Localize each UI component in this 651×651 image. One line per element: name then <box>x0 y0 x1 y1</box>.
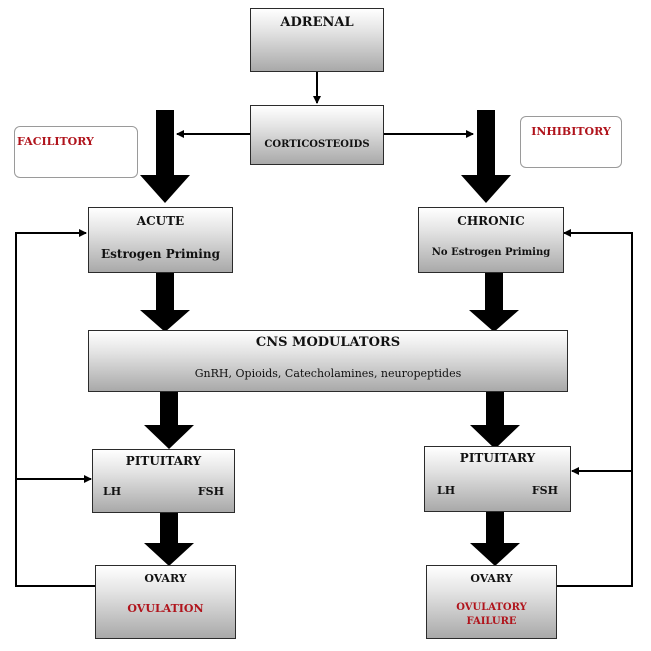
ovary-left-box: OVARY OVULATION <box>95 565 236 639</box>
thick-arrow-cns-to-pituitary-left <box>144 392 194 449</box>
pituitary-right-fsh: FSH <box>531 484 558 497</box>
corticosteroids-box: CORTICOSTEOIDS <box>250 105 384 165</box>
thick-arrow-to-acute <box>140 110 190 203</box>
ovary-right-outcome-line1: OVULATORY <box>456 602 527 613</box>
thick-arrow-acute-to-cns <box>140 272 190 332</box>
thick-arrow-to-chronic <box>461 110 511 203</box>
cns-modulators-subtitle: GnRH, Opioids, Catecholamines, neuropept… <box>194 367 462 380</box>
pituitary-right-title: PITUITARY <box>459 451 536 465</box>
chronic-title: CHRONIC <box>457 214 525 228</box>
inhibitory-label-box: INHIBITORY <box>520 116 622 168</box>
facilitory-label-box: FACILITORY <box>14 126 138 178</box>
pituitary-right-box: PITUITARY LH FSH <box>424 446 571 512</box>
ovary-right-outcome-line2: FAILURE <box>466 616 517 627</box>
pituitary-right-lh: LH <box>437 484 456 497</box>
thick-arrow-cns-to-pituitary-right <box>470 392 520 449</box>
cns-modulators-box: CNS MODULATORS GnRH, Opioids, Catecholam… <box>88 330 568 392</box>
thick-arrow-pituitary-to-ovary-right <box>470 512 520 566</box>
acute-box: ACUTE Estrogen Priming <box>88 207 233 273</box>
cns-modulators-title: CNS MODULATORS <box>255 335 401 350</box>
inhibitory-label: INHIBITORY <box>531 125 611 138</box>
acute-subtitle: Estrogen Priming <box>101 247 220 261</box>
pituitary-left-box: PITUITARY LH FSH <box>92 449 235 513</box>
feedback-loop-right <box>556 229 633 587</box>
pituitary-left-fsh: FSH <box>197 485 224 498</box>
ovary-right-box: OVARY OVULATORY FAILURE <box>426 565 557 639</box>
thick-arrow-chronic-to-cns <box>469 272 519 332</box>
acute-title: ACUTE <box>136 214 185 228</box>
facilitory-label: FACILITORY <box>17 135 94 148</box>
adrenal-label: ADRENAL <box>280 15 354 30</box>
ovary-left-title: OVARY <box>144 572 187 585</box>
chronic-box: CHRONIC No Estrogen Priming <box>418 207 564 273</box>
adrenal-box: ADRENAL <box>250 8 384 72</box>
pituitary-left-lh: LH <box>103 485 122 498</box>
thick-arrow-pituitary-to-ovary-left <box>144 512 194 566</box>
feedback-loop-left <box>15 229 95 587</box>
chronic-subtitle: No Estrogen Priming <box>431 247 551 258</box>
ovary-left-outcome: OVULATION <box>127 602 204 615</box>
corticosteroids-label: CORTICOSTEOIDS <box>264 139 370 150</box>
ovary-right-title: OVARY <box>470 572 513 585</box>
pituitary-left-title: PITUITARY <box>125 454 202 468</box>
